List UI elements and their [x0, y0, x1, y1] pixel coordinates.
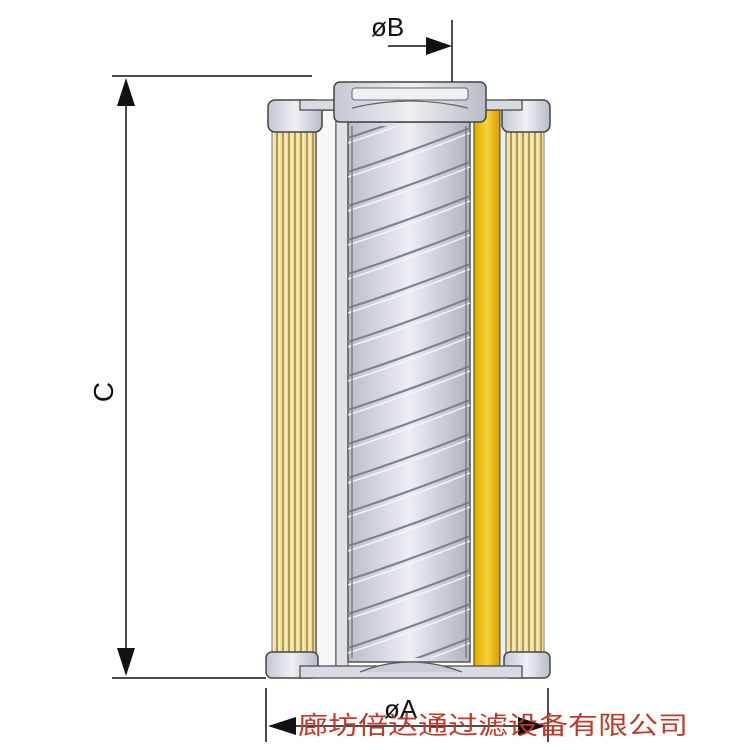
spiral-groove [348, 534, 470, 582]
top-end-cap [267, 81, 551, 133]
company-watermark: 廊坊倍达通过滤设备有限公司 [298, 711, 688, 740]
inner-layer-left [315, 109, 337, 677]
arrowhead-a-left [268, 717, 296, 735]
dimension-c: C [88, 75, 312, 679]
spiral-highlight [348, 200, 470, 246]
spiral-groove [348, 126, 388, 140]
spiral-highlight [429, 642, 470, 658]
pleated-media-left [271, 129, 317, 657]
spiral-groove [348, 228, 470, 276]
spiral-groove [348, 194, 470, 242]
spiral-highlight [348, 268, 470, 314]
arrowhead-a-right [518, 717, 546, 735]
spiral-highlight [348, 608, 470, 654]
spiral-groove [348, 126, 470, 174]
spiral-highlight [348, 126, 401, 144]
spiral-highlight [348, 370, 470, 416]
spiral-groove [414, 636, 470, 658]
dimension-a-label: øA [384, 694, 418, 724]
spiral-highlight [348, 336, 470, 382]
bottom-end-cap [265, 651, 551, 679]
spiral-groove [348, 500, 470, 548]
arrowhead-b [426, 37, 452, 55]
spiral-groove [348, 466, 470, 514]
spiral-highlight [348, 234, 470, 280]
dimension-b-label: øB [371, 12, 404, 42]
spiral-groove [348, 602, 470, 650]
arrowhead-c-bottom [117, 648, 135, 676]
spiral-groove [348, 364, 470, 412]
spiral-highlight [348, 166, 470, 212]
spiral-highlight [348, 404, 470, 450]
spiral-groove [348, 432, 470, 480]
spiral-highlight [348, 472, 470, 518]
spiral-groove [348, 296, 470, 344]
spiral-highlight [348, 540, 470, 586]
spiral-groove [348, 398, 470, 446]
spiral-highlight [348, 132, 470, 178]
spiral-highlight [348, 506, 470, 552]
spiral-highlight [348, 438, 470, 484]
spiral-highlight [348, 574, 470, 620]
yellow-layer-right [473, 109, 501, 677]
dimension-c-label: C [88, 382, 119, 402]
spiral-highlight [348, 302, 470, 348]
arrowhead-c-top [117, 78, 135, 106]
spiral-groove [348, 330, 470, 378]
spiral-groove [348, 262, 470, 310]
pleated-media-right [505, 129, 545, 657]
dimension-b: øB [371, 12, 453, 82]
spiral-groove [348, 160, 470, 208]
dimension-a: øA [265, 688, 549, 742]
filter-element [265, 81, 551, 679]
spiral-core [347, 121, 471, 663]
spiral-groove [348, 568, 470, 616]
